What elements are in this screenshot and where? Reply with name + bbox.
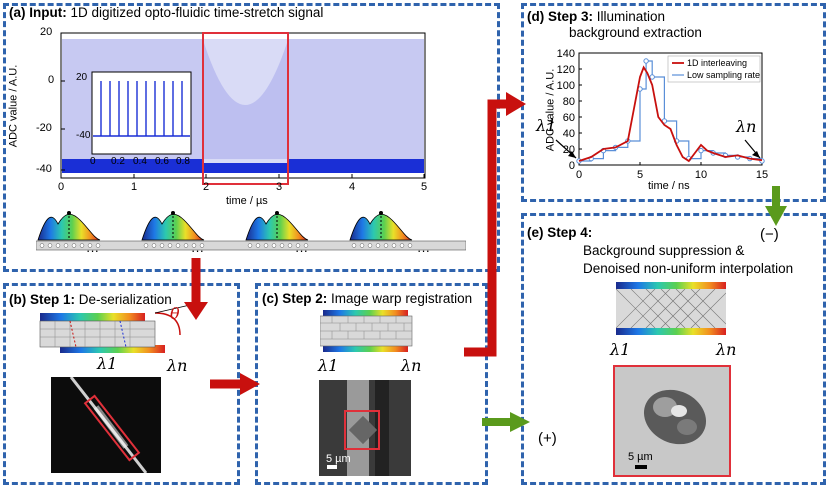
panel-input — [3, 3, 500, 272]
xtick-label: 10 — [695, 169, 707, 181]
lambda-1-label: λ1 — [318, 356, 339, 375]
lambda-n-label: λn — [716, 340, 737, 359]
xtick: 5 — [421, 181, 428, 193]
lambda-n-arrowhead — [752, 151, 760, 158]
x-axis-label: time / ns — [648, 180, 690, 192]
ytick: -40 — [36, 163, 52, 175]
xtick: 2 — [203, 181, 210, 193]
plus-sign: (+) — [538, 430, 557, 447]
inset-xtick: 0.2 — [111, 156, 125, 167]
ellipsis: ··· — [417, 243, 430, 258]
signal-plot — [60, 32, 426, 185]
panel-c-title: (c) Step 2: Image warp registration — [262, 291, 473, 306]
scale-bar-label: 5 µm — [326, 453, 351, 465]
ytick: 0 — [48, 74, 55, 86]
xtick: 1 — [131, 181, 138, 193]
inset-ytick: 20 — [76, 72, 88, 83]
ellipsis: ··· — [295, 243, 308, 258]
legend-box — [667, 55, 761, 83]
xtick: 0 — [58, 181, 65, 193]
series-1d-interleaving — [578, 65, 763, 163]
panel-e-title: (e) Step 4: Background suppression & Den… — [527, 225, 794, 276]
ytick-label: 40 — [563, 128, 575, 140]
inset-xtick: 0 — [90, 156, 96, 167]
inset-ytick: -40 — [76, 130, 91, 141]
lambda-1-label: λ1 — [610, 340, 631, 359]
inset-xtick: 0.4 — [133, 156, 147, 167]
ytick-label: 120 — [557, 64, 575, 76]
xtick-label: 5 — [637, 169, 643, 181]
panel-b-title: (b) Step 1: De-serialization — [9, 292, 172, 307]
lambda-1-label: λ1 — [536, 116, 557, 135]
panel-a-title: (a) Input: 1D digitized opto-fluidic tim… — [9, 5, 324, 20]
ellipsis: ··· — [191, 243, 204, 258]
lambda-1-arrowhead — [568, 151, 576, 158]
xtick: 3 — [276, 181, 283, 193]
ytick-label: 100 — [557, 80, 575, 92]
lambda-1-label: λ1 — [97, 354, 118, 373]
xtick-label: 0 — [576, 169, 582, 181]
data-point — [643, 58, 649, 64]
ytick-label: 80 — [563, 96, 575, 108]
spectral-pulse-train — [36, 210, 466, 251]
ytick: 20 — [40, 26, 53, 38]
ytick-label: 0 — [569, 160, 575, 172]
legend-label: Low sampling rate — [687, 70, 760, 80]
theta-symbol: θ — [170, 304, 180, 323]
xtick: 4 — [349, 181, 356, 193]
data-point — [698, 147, 704, 154]
ytick-label: 60 — [563, 112, 575, 124]
reconstructed-cell-image — [613, 365, 731, 477]
panel-d-title: (d) Step 3: Illumination background extr… — [527, 9, 702, 40]
deserialization-diagram — [39, 305, 191, 353]
legend-label: 1D interleaving — [687, 58, 747, 68]
raw-frame-image — [51, 377, 161, 473]
lambda-n-label: λn — [401, 356, 422, 375]
inset-xtick: 0.8 — [176, 156, 190, 167]
lambda-n-label: λn — [736, 117, 757, 136]
xtick-label: 15 — [756, 169, 768, 181]
x-axis-label: time / µs — [226, 195, 268, 207]
data-point — [649, 74, 655, 80]
minus-sign: (−) — [760, 226, 779, 243]
inset-xtick: 0.6 — [155, 156, 169, 167]
interpolation-grid — [616, 282, 726, 335]
registered-frame-image — [319, 380, 411, 476]
registered-grid — [320, 310, 413, 352]
ytick-label: 140 — [557, 48, 575, 60]
ytick: -20 — [36, 122, 52, 134]
panel-suppression-interpolation — [521, 213, 826, 485]
lambda-n-label: λn — [167, 356, 188, 375]
ellipsis: ··· — [86, 243, 99, 258]
scale-bar-label: 5 µm — [628, 451, 653, 463]
